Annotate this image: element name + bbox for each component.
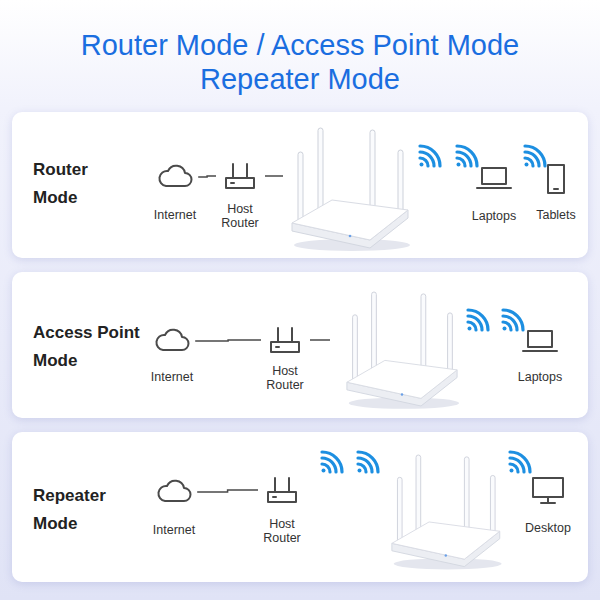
icon-stroke bbox=[158, 481, 190, 501]
icon-stroke bbox=[231, 182, 234, 184]
device-node: Host Router bbox=[218, 160, 262, 230]
device-icon bbox=[528, 474, 568, 506]
device-label: Internet bbox=[153, 523, 195, 537]
device-label: Host Router bbox=[260, 517, 304, 545]
icon-stroke bbox=[477, 187, 511, 189]
device-label: Host Router bbox=[263, 364, 307, 392]
device-icon bbox=[536, 163, 576, 195]
cable-line bbox=[198, 176, 216, 177]
wifi-signal bbox=[322, 452, 343, 473]
device-icon bbox=[154, 476, 194, 508]
wifi-signal bbox=[525, 146, 546, 167]
cable-line bbox=[265, 175, 283, 177]
router-device bbox=[347, 292, 459, 409]
mode-label: Access Point Mode bbox=[33, 319, 151, 375]
device-label: Host Router bbox=[218, 202, 262, 230]
device-label: Internet bbox=[151, 370, 193, 384]
mode-label: Router Mode bbox=[33, 156, 108, 212]
icon-stroke bbox=[523, 350, 557, 352]
mode-panel: Access Point ModeInternet Host Router Lapt… bbox=[12, 272, 588, 418]
mode-panel: Router ModeInternet Host Router Laptops Tab… bbox=[12, 112, 588, 258]
icon-stroke bbox=[554, 188, 558, 190]
cable-line bbox=[310, 339, 330, 341]
mode-panel: Repeater ModeInternet Host Router Desktop bbox=[12, 432, 588, 582]
device-node: Laptops bbox=[472, 162, 516, 223]
icon-stroke bbox=[268, 492, 296, 502]
icon-stroke bbox=[291, 328, 293, 342]
device-icon bbox=[152, 325, 192, 357]
device-node: Internet bbox=[154, 161, 196, 222]
device-node: Host Router bbox=[260, 474, 304, 545]
icon-stroke bbox=[548, 165, 564, 193]
device-icon bbox=[265, 324, 305, 356]
device-icon bbox=[262, 474, 302, 506]
device-node: Host Router bbox=[263, 324, 307, 392]
device-label: Laptops bbox=[472, 209, 516, 223]
device-icon bbox=[520, 325, 560, 357]
wifi-signal bbox=[358, 452, 379, 473]
device-node: Internet bbox=[151, 325, 193, 384]
device-node: Tablets bbox=[536, 163, 576, 222]
icon-stroke bbox=[274, 478, 276, 492]
icon-stroke bbox=[156, 330, 188, 350]
wifi-signal bbox=[420, 146, 441, 167]
wifi-signal bbox=[468, 310, 489, 331]
icon-stroke bbox=[277, 328, 279, 342]
device-label: Internet bbox=[154, 208, 196, 222]
icon-stroke bbox=[226, 178, 254, 188]
icon-stroke bbox=[541, 502, 555, 504]
cable-line bbox=[195, 340, 261, 341]
device-icon bbox=[474, 162, 514, 194]
device-label: Tablets bbox=[536, 208, 576, 222]
device-node: Desktop bbox=[525, 474, 571, 535]
icon-stroke bbox=[271, 342, 299, 352]
page-title: Router Mode / Access Point Mode Repeater… bbox=[45, 28, 555, 96]
icon-stroke bbox=[273, 496, 276, 498]
cable-line bbox=[197, 490, 258, 492]
icon-stroke bbox=[246, 164, 248, 178]
router-device bbox=[392, 455, 502, 569]
icon-stroke bbox=[482, 168, 506, 184]
device-label: Desktop bbox=[525, 521, 571, 535]
device-node: Internet bbox=[153, 476, 195, 537]
router-device bbox=[292, 128, 410, 251]
device-icon bbox=[220, 160, 260, 192]
device-icon bbox=[155, 161, 195, 193]
icon-stroke bbox=[276, 346, 279, 348]
icon-stroke bbox=[547, 497, 549, 502]
wifi-signal bbox=[457, 146, 478, 167]
icon-stroke bbox=[533, 478, 563, 497]
mode-label: Repeater Mode bbox=[33, 482, 123, 538]
device-label: Laptops bbox=[518, 370, 562, 384]
icon-stroke bbox=[159, 166, 191, 186]
icon-stroke bbox=[528, 331, 552, 347]
icon-stroke bbox=[232, 164, 234, 178]
wifi-signal bbox=[510, 452, 531, 473]
wifi-signal bbox=[503, 310, 524, 331]
icon-stroke bbox=[288, 478, 290, 492]
device-node: Laptops bbox=[518, 325, 562, 384]
